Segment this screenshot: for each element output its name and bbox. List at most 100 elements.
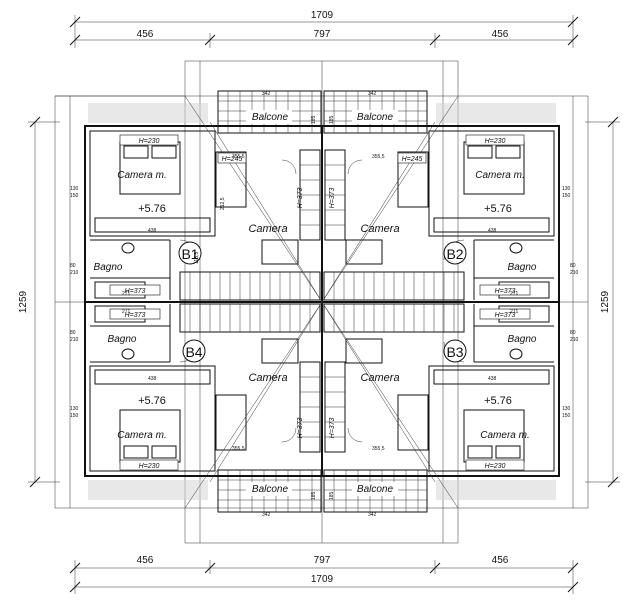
b3-h-bed: H=230: [485, 463, 506, 470]
dim-left-height: 1259: [18, 290, 29, 313]
b4-bath-label: Bagno: [108, 334, 137, 345]
b1-d1155: 115,5: [194, 252, 200, 264]
b2-d80: 80: [570, 263, 576, 269]
b2-d438: 438: [488, 228, 497, 234]
b4-unit-id: B4: [185, 344, 202, 360]
b3-room-label: Camera: [360, 372, 399, 384]
dim-top-mid: 797: [314, 29, 331, 40]
b1-h-bed-box: [119, 134, 179, 146]
b3-d150: 150: [562, 413, 571, 419]
b1-level: +5.76: [138, 203, 166, 215]
b2-h-closet: H=245: [402, 156, 423, 163]
b1-d210: 210: [70, 270, 79, 276]
b3-h-bath: H=373: [495, 312, 516, 319]
b1-h-bath: H=373: [125, 288, 146, 295]
balcony-bottom-left-label: Balcone: [252, 484, 289, 495]
staircases: [179, 271, 465, 333]
b3-d438: 438: [488, 376, 497, 382]
b4-master-label: Camera m.: [117, 430, 166, 441]
b4-d130: 130: [70, 406, 79, 412]
b3-d271: 271: [510, 309, 519, 315]
dim-top-left: 456: [137, 29, 154, 40]
balcony-width-1: 342: [262, 91, 271, 97]
balcony-depth-2: 185: [329, 115, 335, 124]
b4-h-bath-box: [109, 308, 161, 320]
b2-level: +5.76: [484, 203, 512, 215]
balcony-bottom-right-label: Balcone: [357, 484, 394, 495]
b4-d150: 150: [70, 413, 79, 419]
b3-unit-badge: [443, 339, 467, 363]
b2-d271: 271: [510, 291, 519, 297]
b2-d3555: 355,5: [372, 154, 385, 160]
b1-d438: 438: [148, 228, 157, 234]
b2-master-label: Camera m.: [475, 170, 524, 181]
dim-bottom-total: 1709: [311, 574, 334, 585]
b4-h-bed-box: [119, 459, 179, 471]
b2-d210: 210: [570, 270, 579, 276]
b4-d271: 271: [122, 309, 131, 315]
b1-d271: 271: [122, 291, 131, 297]
dim-right-height: 1259: [600, 290, 611, 313]
b1-d130: 130: [70, 186, 79, 192]
b2-d150: 150: [562, 193, 571, 199]
balcony-width-3: 342: [262, 512, 271, 518]
b2-unit-id: B2: [446, 246, 463, 262]
b4-d438: 438: [148, 376, 157, 382]
b4-d3555: 355,5: [232, 446, 245, 452]
b4-h-room: H=373: [297, 417, 304, 438]
b4-level: +5.76: [138, 395, 166, 407]
b3-d130: 130: [562, 406, 571, 412]
dim-top-right: 456: [492, 29, 509, 40]
b4-unit-badge: [182, 339, 206, 363]
left-dimension-line: [28, 116, 60, 488]
bathroom-fixtures: [94, 217, 550, 385]
b4-d80: 80: [70, 330, 76, 336]
b1-room-label: Camera: [248, 223, 287, 235]
b2-d130: 130: [562, 186, 571, 192]
balcony-width-2: 342: [368, 91, 377, 97]
b4-d210: 210: [70, 337, 79, 343]
b1-h-room: H=373: [297, 187, 304, 208]
b1-bath-label: Bagno: [94, 262, 123, 273]
b4-h-bed: H=230: [139, 463, 160, 470]
balcony-depth-3: 185: [311, 491, 317, 500]
b2-h-bath: H=373: [495, 288, 516, 295]
b3-d210: 210: [570, 337, 579, 343]
dim-bottom-mid: 797: [314, 555, 331, 566]
b1-d2125: 212,5: [220, 197, 226, 210]
b1-master-label: Camera m.: [117, 170, 166, 181]
balcony-width-4: 342: [368, 512, 377, 518]
interior-walls: [89, 130, 555, 472]
b2-room-label: Camera: [360, 223, 399, 235]
balcone-label-bg-2: [352, 110, 398, 124]
b3-d80: 80: [570, 330, 576, 336]
balcony-depth-4: 185: [329, 491, 335, 500]
b1-d150: 150: [70, 193, 79, 199]
b1-unit-id: B1: [181, 246, 198, 262]
b3-unit-id: B3: [446, 344, 463, 360]
b3-level: +5.76: [484, 395, 512, 407]
balcone-label-bg-3: [246, 482, 292, 496]
b1-h-closet-box: [217, 152, 247, 164]
b1-unit-badge: [178, 241, 202, 265]
b2-h-closet-box: [397, 152, 427, 164]
balcone-label-bg-1: [246, 110, 292, 124]
b2-bath-label: Bagno: [508, 262, 537, 273]
b2-h-bed: H=230: [485, 138, 506, 145]
b4-room-label: Camera: [248, 372, 287, 384]
top-dimension-lines: [69, 15, 579, 48]
balcony-depth-1: 185: [311, 115, 317, 124]
b3-h-room: H=373: [329, 417, 336, 438]
roof-ridges: [184, 95, 459, 509]
balcony-top-right-label: Balcone: [357, 112, 394, 123]
b3-bath-label: Bagno: [508, 334, 537, 345]
b1-d80: 80: [70, 263, 76, 269]
dim-bottom-right: 456: [492, 555, 509, 566]
b1-h-bath-box: [109, 284, 161, 296]
b1-d3555: 355,5: [232, 154, 245, 160]
b4-h-bath: H=373: [125, 312, 146, 319]
b2-h-bath-box: [479, 284, 531, 296]
bottom-dimension-lines: [69, 560, 579, 594]
right-dimension-line: [585, 116, 620, 488]
